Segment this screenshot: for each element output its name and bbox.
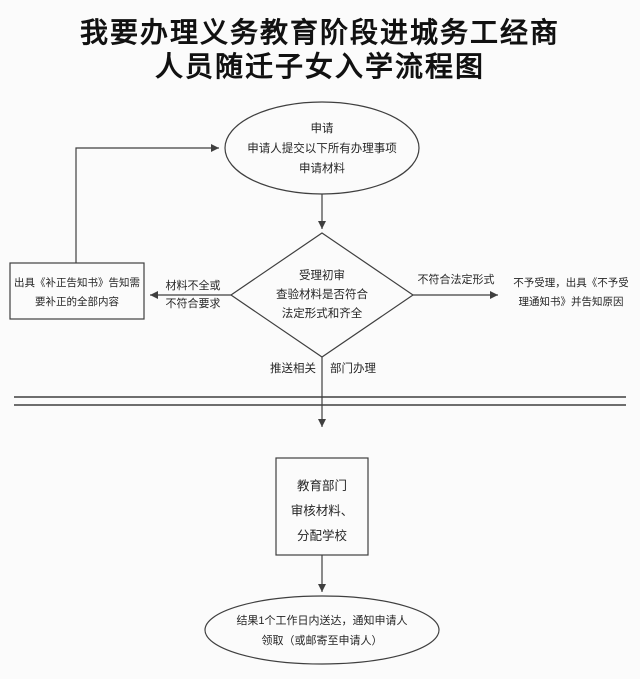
education-dept-label: 教育部门 审核材料、 分配学校	[277, 474, 367, 549]
page-title: 我要办理义务教育阶段进城务工经商 人员随迁子女入学流程图	[0, 16, 640, 84]
review-decision-line: 查验材料是否符合	[276, 289, 368, 301]
review-decision-label: 受理初审 查验材料是否符合 法定形式和齐全	[237, 267, 407, 324]
result-node-line: 结果1个工作日内送达，通知申请人	[236, 615, 408, 627]
reject-note-label: 不予受理，出具《不予受 理通知书》并告知原因	[502, 274, 640, 312]
arrow-correction-to-apply	[75, 144, 219, 263]
apply-node-label: 申请 申请人提交以下所有办理事项 申请材料	[225, 119, 419, 179]
review-decision-line: 受理初审	[299, 270, 345, 282]
apply-node-line: 申请人提交以下所有办理事项	[247, 143, 397, 155]
edge-label-forward-left: 推送相关	[270, 363, 316, 375]
page-title-line2: 人员随迁子女入学流程图	[154, 51, 485, 82]
result-node-line: 领取（或邮寄至申请人）	[261, 635, 383, 647]
edge-label-incomplete: 材料不全或 不符合要求	[152, 277, 234, 313]
education-dept-line: 审核材料、	[290, 504, 354, 518]
edge-label-incomplete-line: 材料不全或	[165, 280, 221, 292]
result-node-label: 结果1个工作日内送达，通知申请人 领取（或邮寄至申请人）	[206, 611, 438, 651]
education-dept-line: 分配学校	[296, 529, 347, 543]
result-ellipse	[204, 595, 440, 665]
correction-notice-label: 出具《补正告知书》告知需 要补正的全部内容	[11, 274, 143, 312]
review-decision-line: 法定形式和齐全	[281, 308, 363, 320]
correction-notice-line: 出具《补正告知书》告知需	[14, 277, 140, 289]
edge-label-incomplete-line: 不符合要求	[165, 298, 221, 310]
correction-rect	[9, 262, 145, 320]
reject-note-line: 理通知书》并告知原因	[518, 296, 624, 308]
edge-label-not-legal-form: 不符合法定形式	[417, 274, 495, 286]
apply-node-line: 申请材料	[299, 163, 345, 175]
reject-note-line: 不予受理，出具《不予受	[513, 277, 629, 289]
page-title-line1: 我要办理义务教育阶段进城务工经商	[79, 17, 560, 48]
apply-node-line: 申请	[310, 123, 334, 135]
education-dept-line: 教育部门	[296, 479, 347, 493]
edge-label-forward-right: 部门办理	[330, 363, 376, 375]
correction-notice-line: 要补正的全部内容	[35, 296, 119, 308]
